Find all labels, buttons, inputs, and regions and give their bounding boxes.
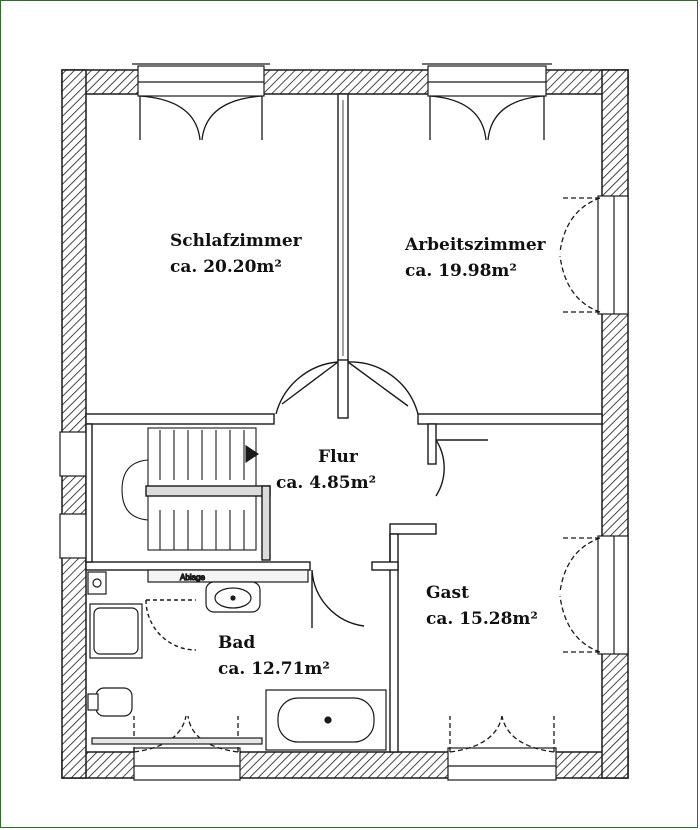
room-name-gast: Gast (426, 583, 469, 603)
windows (59, 63, 629, 781)
window-arbeitszimmer (427, 65, 547, 97)
window-schlafzimmer (137, 65, 265, 97)
room-area-gast: ca. 15.28m² (426, 609, 538, 629)
room-area-arbeitszimmer: ca. 19.98m² (405, 261, 517, 281)
door-swings (145, 361, 488, 651)
wall-gast-left (389, 533, 399, 753)
interior-walls (85, 93, 603, 753)
window-gast (447, 747, 557, 781)
bath-counter (147, 569, 309, 583)
wall-schlafzimmer-bottom (85, 413, 275, 425)
wall-left (61, 69, 87, 779)
toilet (95, 687, 133, 717)
stair-treads (159, 430, 245, 550)
window-stairs (59, 431, 89, 477)
bathroom-fixtures: Ablage (87, 569, 387, 751)
wall-arbeitszimmer-bottom (417, 413, 603, 425)
window-bad (133, 747, 241, 781)
room-name-schlafzimmer: Schlafzimmer (170, 231, 303, 251)
washing-unit (87, 571, 107, 595)
room-area-bad: ca. 12.71m² (218, 659, 330, 679)
room-area-flur: ca. 4.85m² (276, 473, 376, 493)
room-name-bad: Bad (218, 633, 255, 653)
radiator (91, 737, 263, 745)
stair-handrail (145, 485, 271, 497)
counter-label: Ablage (180, 573, 205, 582)
wall-stair-left (85, 423, 93, 563)
window-arbeitszimmer-side (597, 195, 629, 315)
window-stairs-lower (59, 513, 89, 559)
staircase (121, 427, 271, 561)
wall-bad-top (85, 561, 311, 571)
room-area-schlafzimmer: ca. 20.20m² (170, 257, 282, 277)
room-name-flur: Flur (318, 447, 359, 467)
stair-arrow-icon (245, 444, 259, 464)
wall-gast-step (389, 523, 437, 535)
wall-gast-upper (427, 423, 437, 465)
shower (89, 603, 143, 659)
room-labels: Schlafzimmer ca. 20.20m² Arbeitszimmer c… (170, 231, 547, 679)
window-gast-side (597, 535, 629, 655)
room-name-arbeitszimmer: Arbeitszimmer (404, 235, 547, 255)
wall-right (601, 69, 629, 779)
window-swings (133, 95, 601, 753)
